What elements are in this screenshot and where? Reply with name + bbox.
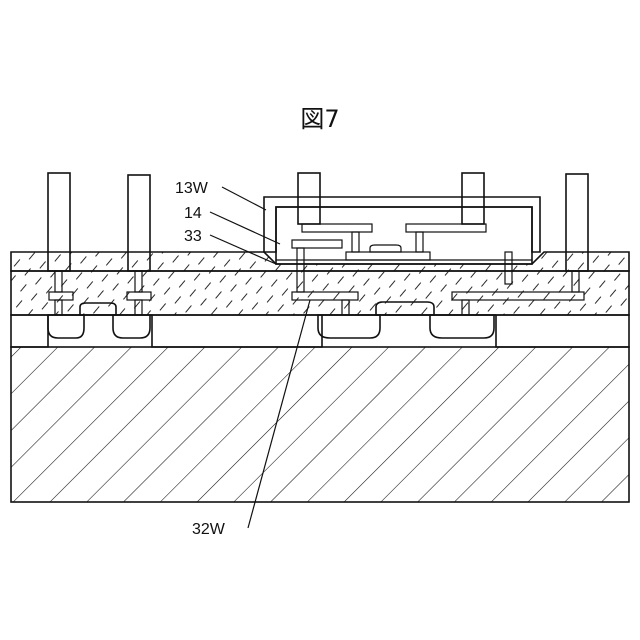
pad-electrode <box>298 173 320 224</box>
diffusion-region <box>318 315 380 338</box>
label-14: 14 <box>184 205 202 222</box>
inner-wiring <box>346 252 430 260</box>
inner-dielectric-14 <box>276 207 532 264</box>
isolation-region <box>496 315 629 347</box>
pad-electrode <box>462 173 484 224</box>
figure-title: 図7 <box>300 105 339 133</box>
label-32w: 32W <box>192 521 226 538</box>
isolation-region <box>152 315 322 347</box>
inner-wiring <box>406 224 486 232</box>
via-plug <box>416 232 423 252</box>
lower-dielectric-layer <box>11 271 629 315</box>
leader-line-13w <box>222 187 266 210</box>
isolation-region <box>11 315 48 347</box>
inner-wiring <box>302 224 372 232</box>
inner-gate <box>370 245 401 252</box>
substrate <box>11 347 629 502</box>
label-33: 33 <box>184 228 202 245</box>
label-13w: 13W <box>175 180 209 197</box>
diffusion-region <box>430 315 494 338</box>
upper-dielectric-layer <box>11 252 629 271</box>
inner-wiring <box>292 240 342 248</box>
diffusion-region <box>113 315 150 338</box>
via-plug <box>352 232 359 252</box>
diffusion-region <box>48 315 84 338</box>
